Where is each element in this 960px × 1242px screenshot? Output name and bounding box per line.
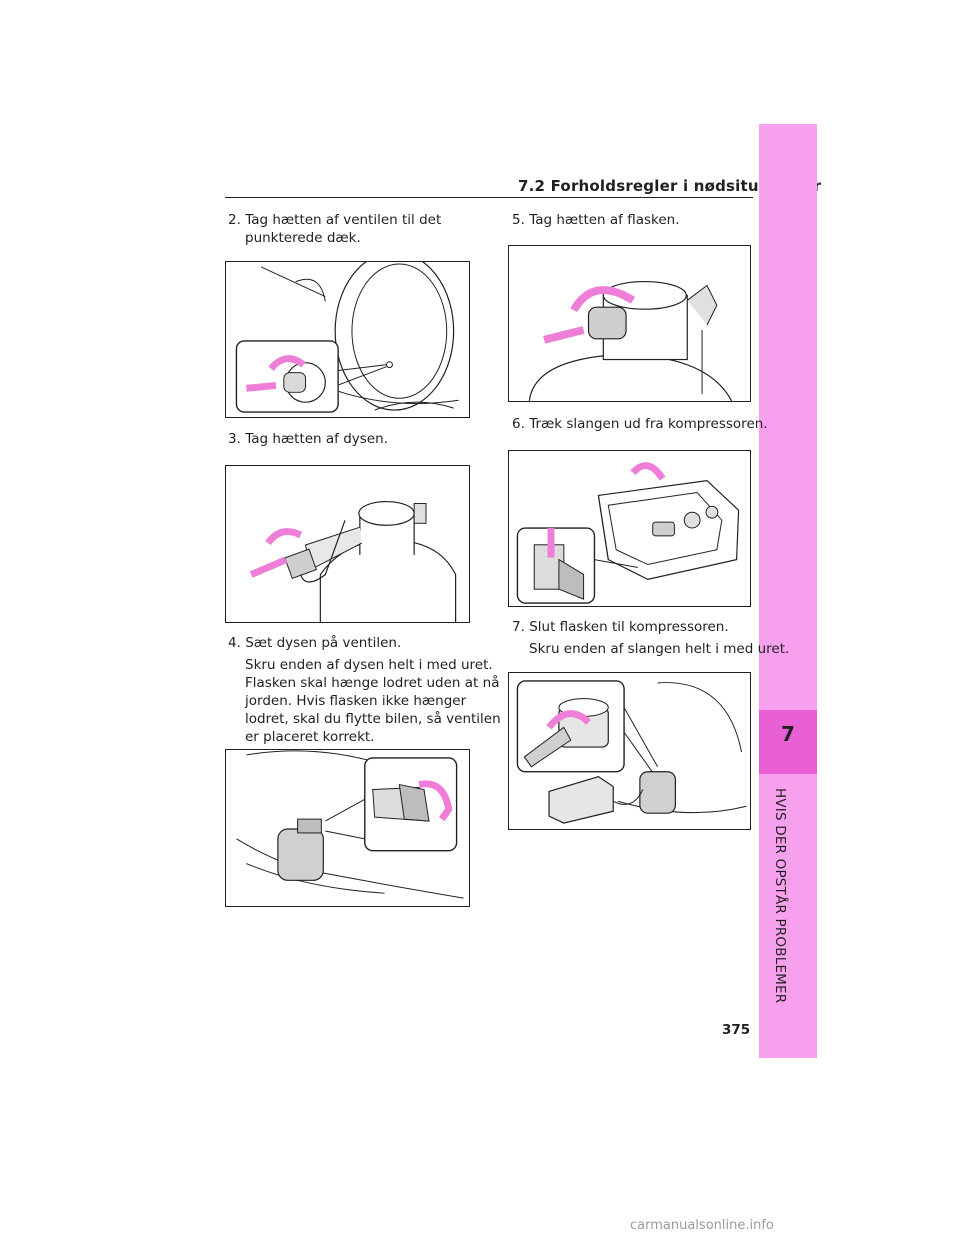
- step-detail: Skru enden af dysen helt i med uret.: [245, 657, 493, 673]
- section-header: 7.2 Forholdsregler i nødsituationer: [518, 177, 822, 195]
- step-2: 2. Tag hætten af ventilen til det punkte…: [228, 211, 441, 247]
- step-4: 4. Sæt dysen på ventilen. Skru enden af …: [228, 634, 501, 746]
- figure-bottle-to-compressor: [508, 672, 751, 830]
- valve-cap-illustration: [235, 262, 459, 413]
- step-detail: Flasken skal hænge lodret uden at nå: [245, 675, 500, 691]
- chapter-title: HVIS DER OPSTÅR PROBLEMER: [772, 788, 788, 1004]
- step-detail: Skru enden af slangen helt i med uret.: [529, 641, 790, 657]
- chapter-side-tab: [759, 124, 817, 1058]
- step-number: 5.: [512, 212, 525, 228]
- step-text: Slut flasken til kompressoren.: [529, 619, 729, 635]
- compressor-hose-illustration: [516, 462, 740, 604]
- step-text: Tag hætten af dysen.: [245, 431, 388, 447]
- bottle-cap-illustration: [528, 280, 733, 401]
- figure-nozzle-cap: [225, 465, 470, 623]
- step-number: 7.: [512, 619, 525, 635]
- figure-nozzle-on-valve: [225, 749, 470, 907]
- step-detail: jorden. Hvis flasken ikke hænger: [245, 693, 467, 709]
- header-rule: [225, 197, 753, 198]
- nozzle-on-valve-illustration: [236, 750, 464, 899]
- chapter-number-box: [759, 710, 817, 774]
- step-number: 6.: [512, 416, 525, 432]
- watermark: carmanualsonline.info: [630, 1218, 774, 1233]
- step-7: 7. Slut flasken til kompressoren. Skru e…: [512, 618, 789, 658]
- step-number: 3.: [228, 431, 241, 447]
- bottle-to-compressor-illustration: [516, 680, 747, 824]
- step-text: Tag hætten af ventilen til det: [245, 212, 442, 228]
- page-number: 375: [722, 1022, 751, 1038]
- chapter-number: 7: [781, 722, 795, 746]
- step-text: punkterede dæk.: [245, 230, 361, 246]
- step-text: Sæt dysen på ventilen.: [245, 635, 402, 651]
- step-6: 6. Træk slangen ud fra kompressoren.: [512, 415, 768, 433]
- step-detail: lodret, skal du flytte bilen, så ventile…: [245, 711, 501, 727]
- nozzle-cap-illustration: [249, 500, 457, 622]
- figure-bottle-cap: [508, 245, 751, 402]
- figure-valve-cap: [225, 261, 470, 418]
- step-5: 5. Tag hætten af flasken.: [512, 211, 680, 229]
- step-text: Tag hætten af flasken.: [529, 212, 680, 228]
- step-text: Træk slangen ud fra kompressoren.: [529, 416, 768, 432]
- step-3: 3. Tag hætten af dysen.: [228, 430, 388, 448]
- step-detail: er placeret korrekt.: [245, 729, 375, 745]
- step-number: 4.: [228, 635, 241, 651]
- step-number: 2.: [228, 212, 241, 228]
- figure-compressor-hose: [508, 450, 751, 607]
